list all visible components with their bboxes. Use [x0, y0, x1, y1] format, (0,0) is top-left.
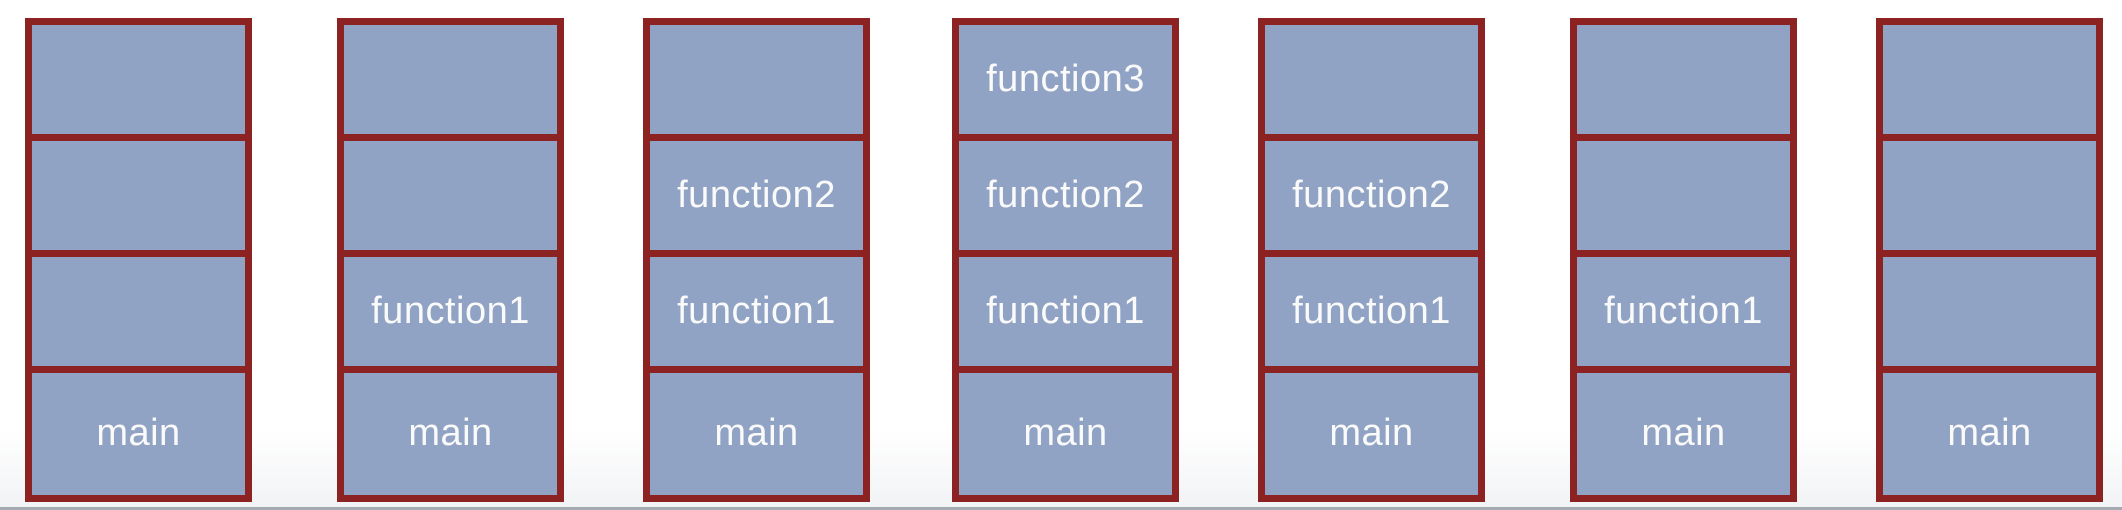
stack-frame-main: main — [344, 372, 557, 496]
stack-frame-function1: function1 — [650, 256, 863, 366]
slide-bottom-edge-line — [0, 507, 2122, 510]
call-stack-2: function1 main — [337, 18, 564, 502]
frame-label: function3 — [986, 57, 1145, 100]
frame-label: function1 — [1604, 289, 1763, 332]
frame-label: main — [1329, 412, 1414, 455]
stack-frame-main: main — [650, 372, 863, 496]
stack-frame — [1883, 25, 2096, 134]
stack-frame — [1883, 140, 2096, 250]
stack-frame — [1883, 256, 2096, 366]
stack-frame-function2: function2 — [1265, 140, 1478, 250]
stack-frame-function2: function2 — [650, 140, 863, 250]
frame-label: function1 — [371, 289, 530, 332]
frame-label: function2 — [1292, 173, 1451, 216]
call-stack-6: function1 main — [1570, 18, 1797, 502]
frame-label: function1 — [677, 289, 836, 332]
stack-frame-main: main — [1265, 372, 1478, 496]
call-stack-5: function2 function1 main — [1258, 18, 1485, 502]
stack-frame — [1577, 25, 1790, 134]
stack-frame — [344, 140, 557, 250]
stack-frame — [1265, 25, 1478, 134]
frame-label: main — [1947, 412, 2032, 455]
stack-frame-main: main — [1577, 372, 1790, 496]
call-stack-1: main — [25, 18, 252, 502]
stack-frame — [344, 25, 557, 134]
stack-frame-main: main — [959, 372, 1172, 496]
stack-frame-main: main — [32, 372, 245, 496]
stack-frame — [32, 256, 245, 366]
stack-frame-function1: function1 — [1577, 256, 1790, 366]
stack-frame-function1: function1 — [959, 256, 1172, 366]
call-stack-4: function3 function2 function1 main — [952, 18, 1179, 502]
frame-label: function1 — [986, 289, 1145, 332]
frame-label: main — [408, 412, 493, 455]
stack-frame — [650, 25, 863, 134]
frame-label: main — [1023, 412, 1108, 455]
frame-label: main — [96, 412, 181, 455]
frame-label: function1 — [1292, 289, 1451, 332]
stack-frame-function2: function2 — [959, 140, 1172, 250]
stack-frame — [32, 140, 245, 250]
frame-label: function2 — [986, 173, 1145, 216]
frame-label: main — [714, 412, 799, 455]
call-stack-7: main — [1876, 18, 2103, 502]
frame-label: main — [1641, 412, 1726, 455]
stack-frame-function3: function3 — [959, 25, 1172, 134]
stack-frame-function1: function1 — [344, 256, 557, 366]
stack-frame — [32, 25, 245, 134]
stack-frame-function1: function1 — [1265, 256, 1478, 366]
frame-label: function2 — [677, 173, 836, 216]
stack-frame-main: main — [1883, 372, 2096, 496]
stack-frame — [1577, 140, 1790, 250]
call-stack-3: function2 function1 main — [643, 18, 870, 502]
